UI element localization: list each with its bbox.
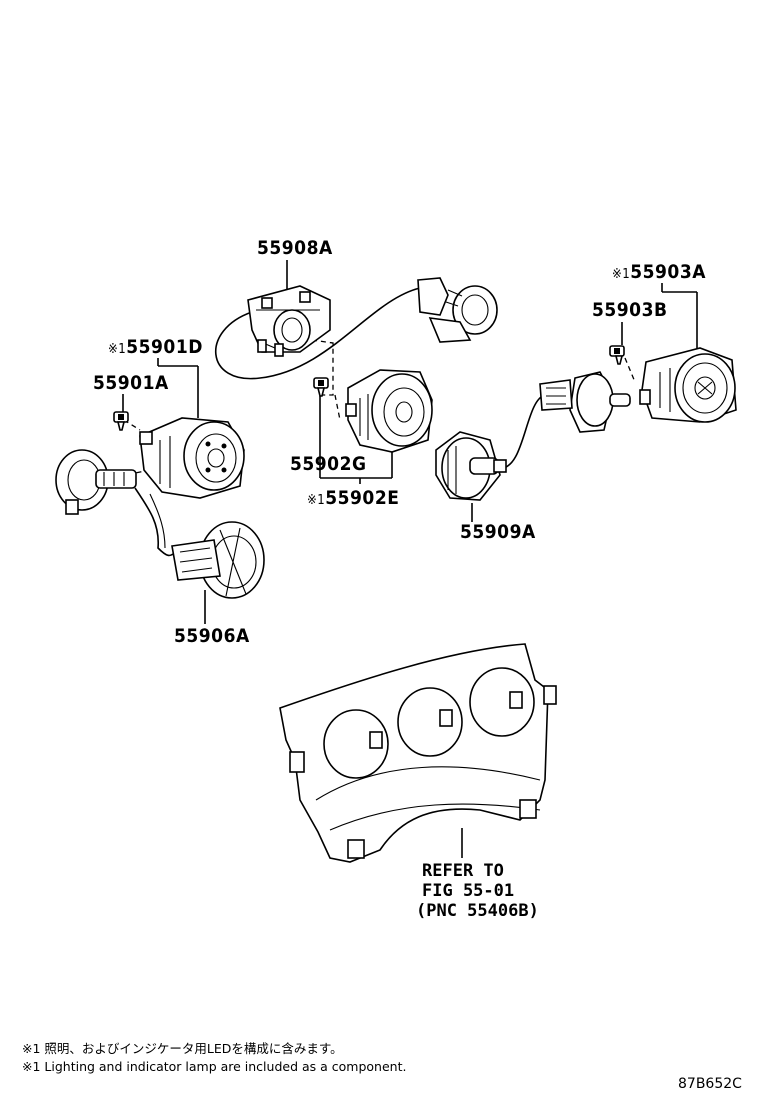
- screw-icon: [113, 411, 129, 431]
- label-55902G: 55902G: [290, 453, 367, 475]
- switch-knob-icon: [139, 417, 245, 499]
- note-mark: ※1: [307, 493, 326, 508]
- switch-knob-icon: [345, 369, 433, 453]
- label-55901D: ※155901D: [108, 337, 203, 360]
- screw-icon: [313, 377, 329, 397]
- label-55902E: ※155902E: [307, 488, 399, 511]
- socket-icon: [247, 285, 331, 357]
- label-55901A: 55901A: [93, 372, 169, 394]
- footnote-english: ※1 Lighting and indicator lamp are inclu…: [22, 1059, 407, 1074]
- panel-icon: [279, 643, 557, 863]
- socket-icon: [417, 277, 498, 343]
- note-mark: ※1: [612, 267, 631, 282]
- socket-icon: [55, 449, 137, 515]
- screw-icon: [609, 345, 625, 365]
- reference-line-1: REFER TO: [422, 861, 504, 881]
- part-number: 55902E: [325, 487, 400, 509]
- bulb-icon: [171, 521, 265, 599]
- reference-line-3: (PNC 55406B): [416, 901, 539, 921]
- leader-lines: [109, 260, 698, 858]
- part-number: 55901D: [126, 336, 203, 358]
- label-55908A: 55908A: [257, 237, 333, 259]
- bulb-icon: [435, 431, 507, 501]
- switch-knob-icon: [639, 347, 737, 423]
- footnote-japanese: ※1 照明、およびインジケータ用LEDを構成に含みます。: [22, 1041, 343, 1056]
- label-55909A: 55909A: [460, 521, 536, 543]
- label-55903B: 55903B: [592, 299, 668, 321]
- label-55903A: ※155903A: [612, 262, 706, 285]
- reference-line-2: FIG 55-01: [422, 881, 515, 901]
- label-55906A: 55906A: [174, 625, 250, 647]
- note-mark: ※1: [108, 342, 127, 357]
- part-number: 55903A: [630, 261, 706, 283]
- figure-code: 87B652C: [678, 1076, 742, 1092]
- bulb-icon: [539, 371, 631, 433]
